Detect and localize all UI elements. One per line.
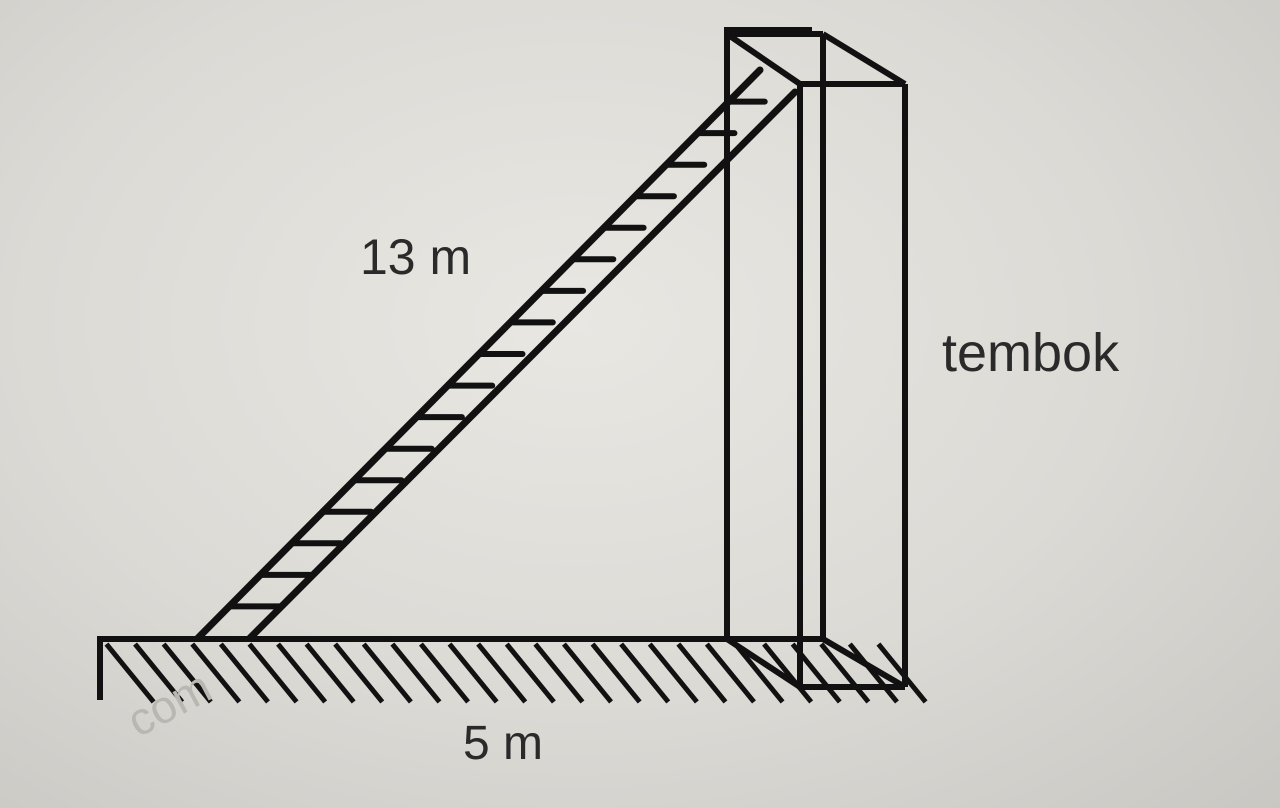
ground-hatching (104, 642, 928, 704)
ground-hatch-line (247, 642, 299, 704)
ground-hatch-line (333, 642, 385, 704)
ground-hatch-line (476, 642, 528, 704)
ladder (194, 66, 799, 642)
ground-hatch-line (361, 642, 413, 704)
ladder-length-label: 13 m (360, 229, 472, 285)
ground-hatch-line (161, 642, 213, 704)
ground-hatch-line (104, 642, 156, 704)
ground-hatch-line (390, 642, 442, 704)
ground-hatch-line (133, 642, 185, 704)
ground-hatch-line (819, 642, 871, 704)
ground-hatch-line (647, 642, 699, 704)
ladder-rungs (226, 98, 768, 610)
wall-box (724, 27, 908, 690)
ground-hatch-line (218, 642, 270, 704)
ground-hatch-line (847, 642, 899, 704)
ladder-rail-right (246, 88, 799, 642)
ground-hatch-line (561, 642, 614, 704)
ground-hatch-line (276, 642, 328, 704)
ground-hatch-line (190, 642, 242, 704)
ground-hatch-line (533, 642, 585, 704)
ground-hatch-line (590, 642, 642, 704)
ground-hatch-line (733, 642, 785, 704)
ground-hatch-line (619, 642, 671, 704)
ground-distance-label: 5 m (463, 717, 544, 770)
ground-hatch-line (418, 642, 471, 704)
ground-hatch-line (504, 642, 556, 704)
ground-hatch-line (304, 642, 356, 704)
ground-hatch-line (704, 642, 756, 704)
ground-hatch-line (676, 642, 728, 704)
ground-line (97, 636, 735, 700)
ground-hatch-line (447, 642, 499, 704)
wall-label: tembok (942, 323, 1120, 383)
ground-hatch-line (762, 642, 814, 704)
